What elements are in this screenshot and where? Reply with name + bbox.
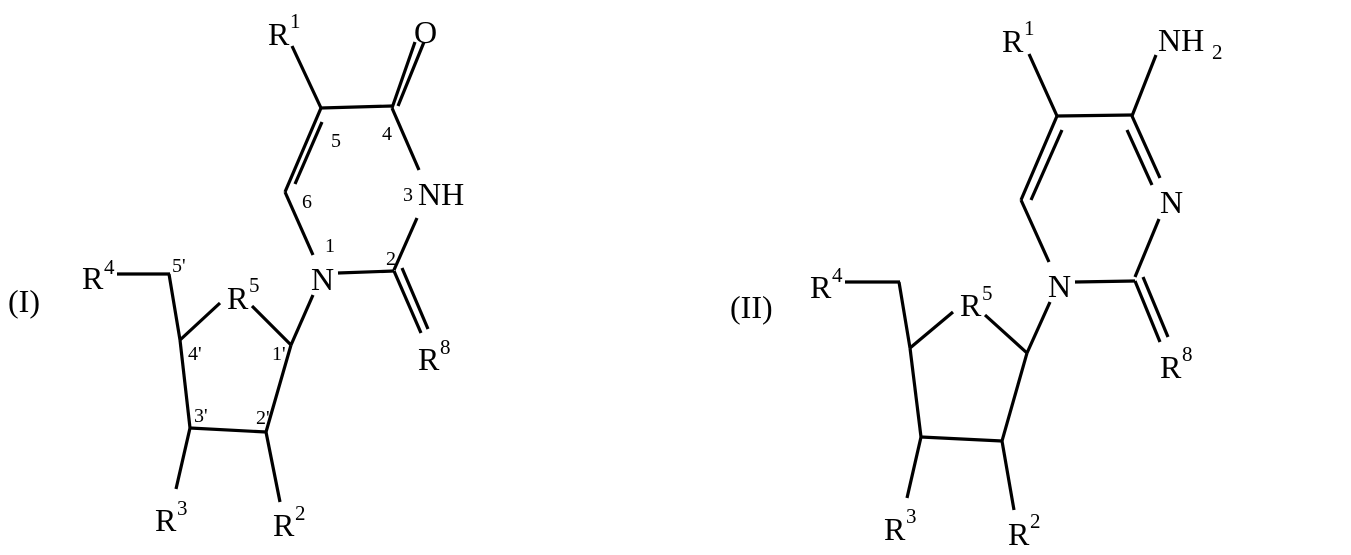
svg-text:R: R [155,502,177,538]
svg-text:R: R [1008,516,1030,552]
atom-R4-I: R 4 [82,255,115,296]
structure-label-I: (I) [8,283,40,319]
sugar-ring-bonds-I [117,272,315,503]
pyrimidine-ring-bonds-II [1019,53,1170,343]
svg-text:6: 6 [302,191,312,213]
atom-R5-I: R 5 [227,273,260,316]
atom-NH-I: NH [418,176,464,212]
svg-text:2: 2 [1030,509,1041,533]
svg-text:1': 1' [272,343,286,365]
atom-R8-II: R 8 [1160,342,1193,385]
svg-text:2: 2 [386,248,396,270]
svg-text:3: 3 [906,504,917,528]
atom-R2-II: R 2 [1008,509,1041,552]
svg-text:R: R [960,287,982,323]
atom-NH2-II: NH 2 [1158,22,1223,64]
atom-R8-I: R 8 [418,335,451,377]
svg-text:NH: NH [1158,22,1204,58]
atom-R2-I: R 2 [273,501,306,543]
atom-R1-I: R 1 [268,9,301,52]
svg-text:2: 2 [1212,40,1223,64]
svg-text:5: 5 [331,130,341,152]
svg-text:R: R [273,507,295,543]
atom-N1-I: N [311,261,334,297]
svg-text:R: R [884,511,906,547]
svg-text:4: 4 [832,263,843,287]
svg-text:R: R [82,260,104,296]
svg-text:5: 5 [249,273,260,297]
structure-label-II: (II) [730,289,773,325]
atom-R5-II: R 5 [960,281,993,323]
atom-N3-II: N [1160,184,1183,220]
atom-R1-II: R 1 [1002,16,1035,59]
svg-text:R: R [1160,349,1182,385]
svg-text:5: 5 [982,281,993,305]
svg-text:2: 2 [295,501,306,525]
svg-text:4: 4 [382,123,392,145]
svg-text:2': 2' [256,407,270,429]
svg-text:3': 3' [194,405,208,427]
svg-text:4': 4' [188,343,202,365]
atom-O-I: O [414,14,437,50]
svg-text:R: R [1002,23,1024,59]
svg-text:R: R [227,280,249,316]
sugar-ring-bonds-II [845,280,1052,511]
svg-text:R: R [268,16,290,52]
atom-N1-II: N [1048,268,1071,304]
atom-R4-II: R 4 [810,263,843,305]
svg-text:R: R [810,269,832,305]
svg-text:8: 8 [440,335,451,359]
svg-text:R: R [418,341,440,377]
structure-II: (II) [730,16,1223,552]
svg-text:1: 1 [1024,16,1035,40]
atom-R3-I: R 3 [155,496,188,538]
pyrimidine-ring-bonds-I [283,41,430,334]
svg-text:1: 1 [325,235,335,257]
svg-text:4: 4 [104,255,115,279]
svg-text:1: 1 [290,9,301,33]
position-numbers-I: 5 4 6 3 1 2 5' 4' 1' 3' 2' [172,123,413,429]
atom-R3-II: R 3 [884,504,917,547]
svg-text:8: 8 [1182,342,1193,366]
svg-text:3: 3 [403,184,413,206]
svg-text:3: 3 [177,496,188,520]
structure-I: (I) [8,9,464,543]
svg-text:5': 5' [172,255,186,277]
